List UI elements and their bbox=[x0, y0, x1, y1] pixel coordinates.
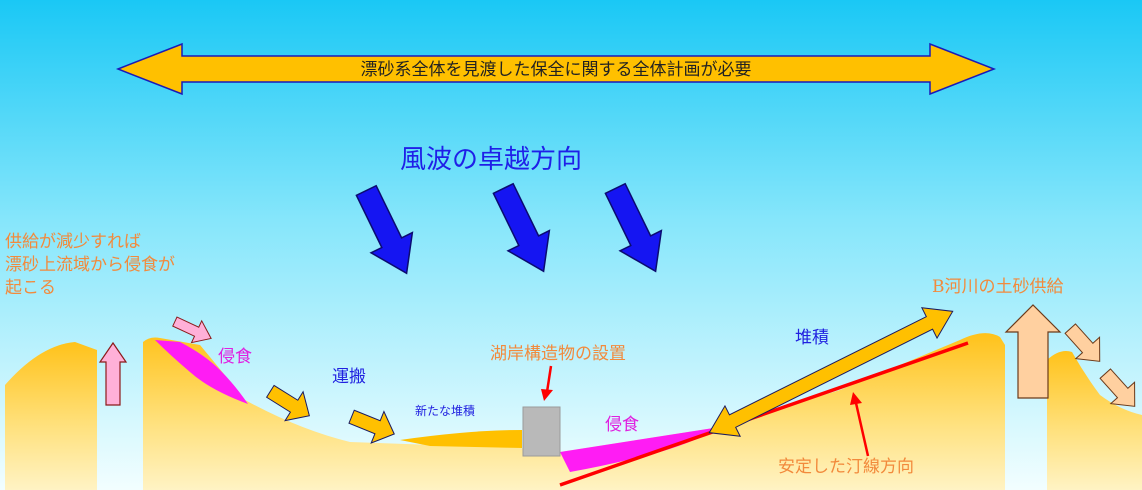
new-deposition-area bbox=[400, 430, 522, 448]
deposition-label: 堆積 bbox=[795, 328, 829, 348]
land-main-shore bbox=[143, 333, 1005, 490]
stable-shoreline-label: 安定した汀線方向 bbox=[778, 457, 914, 477]
structure-pointer-arrow bbox=[541, 365, 553, 401]
banner-double-arrow bbox=[115, 42, 997, 96]
river-supply-arrow-2 bbox=[1064, 323, 1101, 362]
transport-label: 運搬 bbox=[332, 367, 366, 387]
supply-diagonal-arrow bbox=[172, 316, 212, 344]
banner-text: 漂砂系全体を見渡した保全に関する全体計画が必要 bbox=[361, 60, 752, 80]
erosion-left-label: 侵食 bbox=[218, 347, 252, 367]
land-left-bank bbox=[5, 342, 97, 490]
supply-up-arrow bbox=[98, 341, 128, 406]
lakeshore-structure bbox=[522, 406, 561, 457]
supply-text-line2: 漂砂上流域から侵食が bbox=[5, 255, 175, 275]
land-right-bank bbox=[1047, 351, 1142, 490]
structure-label: 湖岸構造物の設置 bbox=[490, 344, 626, 364]
river-supply-label: B河川の土砂供給 bbox=[932, 277, 1064, 297]
supply-text-line1: 供給が減少すれば bbox=[5, 232, 141, 252]
wave-direction-title: 風波の卓越方向 bbox=[400, 145, 582, 175]
stable-shoreline-line bbox=[559, 341, 969, 487]
wave-arrow-3 bbox=[604, 182, 663, 273]
wave-arrow-2 bbox=[492, 182, 551, 273]
erosion-area-left bbox=[155, 340, 248, 404]
new-deposition-label: 新たな堆積 bbox=[415, 403, 475, 418]
transport-arrow-2 bbox=[348, 409, 395, 444]
shoreline-pointer-arrow bbox=[850, 392, 870, 457]
erosion-area-right bbox=[560, 427, 720, 472]
wave-arrow-1 bbox=[355, 184, 414, 275]
river-supply-up-arrow bbox=[1004, 304, 1062, 399]
deposition-double-arrow bbox=[708, 307, 954, 437]
erosion-right-label: 侵食 bbox=[605, 415, 639, 435]
river-supply-arrow-3 bbox=[1099, 368, 1136, 407]
transport-arrow-1 bbox=[265, 384, 310, 422]
supply-text-line3: 起こる bbox=[5, 278, 56, 298]
